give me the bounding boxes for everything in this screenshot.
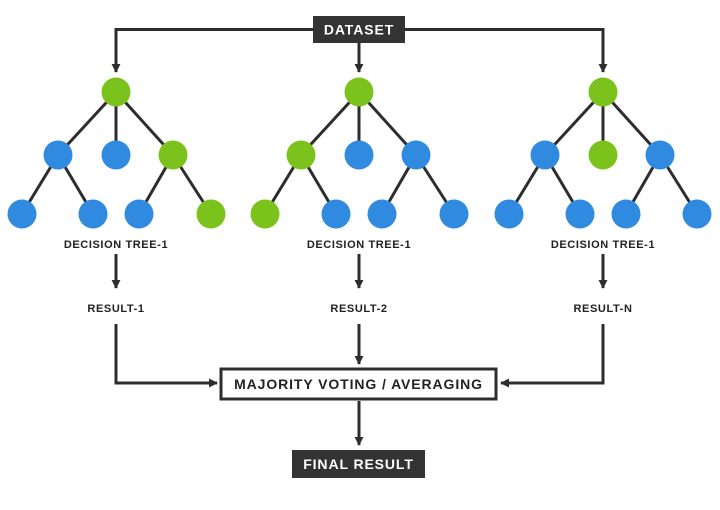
tree-node [286, 140, 316, 170]
tree-2-result: RESULT-2 [330, 303, 387, 315]
tree-3-result: RESULT-N [574, 303, 633, 315]
tree-1 [7, 77, 226, 229]
tree-1-label: DECISION TREE-1 [64, 239, 168, 251]
tree-node [43, 140, 73, 170]
tree-leaf-node [494, 199, 524, 229]
tree-root-node [101, 77, 131, 107]
tree-node [101, 140, 131, 170]
tree-3-nodes [494, 77, 712, 229]
tree-3 [494, 77, 712, 229]
final-result-label: FINAL RESULT [303, 456, 414, 472]
dataset-to-tree-1-arrow [111, 28, 313, 73]
tree-2-nodes [250, 77, 469, 229]
result-1-to-aggregation-arrow [114, 324, 218, 388]
dataset-label: DATASET [324, 22, 394, 38]
final-result-box-bg [292, 450, 425, 478]
dataset-to-tree-3-arrow [405, 28, 608, 73]
tree-2-label: DECISION TREE-1 [307, 239, 411, 251]
tree-3-label: DECISION TREE-1 [551, 239, 655, 251]
tree-leaf-node [439, 199, 469, 229]
tree-leaf-node [611, 199, 641, 229]
tree-leaf-node [78, 199, 108, 229]
tree-leaf-node [196, 199, 226, 229]
tree-node [344, 140, 374, 170]
tree-leaf-node [565, 199, 595, 229]
tree-leaf-node [321, 199, 351, 229]
tree-root-node [588, 77, 618, 107]
tree-root-node [344, 77, 374, 107]
tree-1-texts: DECISION TREE-1 RESULT-1 [64, 239, 168, 315]
tree-leaf-node [682, 199, 712, 229]
tree-node [645, 140, 675, 170]
aggregation-box: MAJORITY VOTING / AVERAGING [219, 367, 498, 401]
tree-1-nodes [7, 77, 226, 229]
tree-node [530, 140, 560, 170]
tree-leaf-node [367, 199, 397, 229]
connectors [111, 28, 608, 446]
aggregation-label: MAJORITY VOTING / AVERAGING [234, 376, 483, 392]
tree-leaf-node [250, 199, 280, 229]
tree-node [588, 140, 618, 170]
aggregation-box-border [219, 367, 498, 401]
tree-leaf-node [7, 199, 37, 229]
tree-2-texts: DECISION TREE-1 RESULT-2 [307, 239, 411, 315]
tree-1-result: RESULT-1 [87, 303, 144, 315]
tree-node [158, 140, 188, 170]
result-n-to-aggregation-arrow [500, 324, 605, 388]
final-result-box: FINAL RESULT [292, 450, 425, 478]
trees-group [7, 77, 712, 229]
tree-2 [250, 77, 469, 229]
dataset-box-bg [313, 16, 405, 43]
tree-3-texts: DECISION TREE-1 RESULT-N [551, 239, 655, 315]
tree-node [401, 140, 431, 170]
dataset-box: DATASET [313, 16, 405, 43]
tree-leaf-node [124, 199, 154, 229]
